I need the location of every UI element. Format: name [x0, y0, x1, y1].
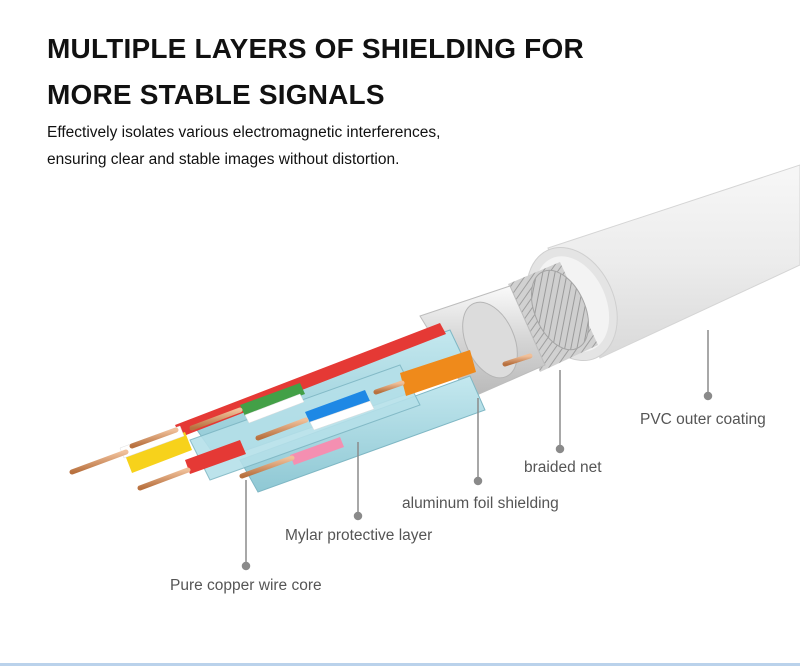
label-pvc-outer-coating: PVC outer coating	[640, 411, 766, 428]
aluminum-foil	[419, 285, 546, 399]
heading-line-1: MULTIPLE LAYERS OF SHIELDING FOR	[47, 33, 584, 64]
label-braided-net: braided net	[524, 459, 602, 476]
label-mylar-layer: Mylar protective layer	[285, 527, 433, 544]
label-aluminum-foil: aluminum foil shielding	[402, 495, 559, 512]
subheading-line-2: ensuring clear and stable images without…	[47, 151, 400, 168]
label-copper-core: Pure copper wire core	[170, 577, 322, 594]
bottom-divider	[0, 663, 800, 666]
heading-line-2: MORE STABLE SIGNALS	[47, 79, 385, 110]
copper-wire-strands	[69, 353, 533, 491]
subheading-line-1: Effectively isolates various electromagn…	[47, 124, 441, 141]
leader-lines	[241, 330, 713, 571]
